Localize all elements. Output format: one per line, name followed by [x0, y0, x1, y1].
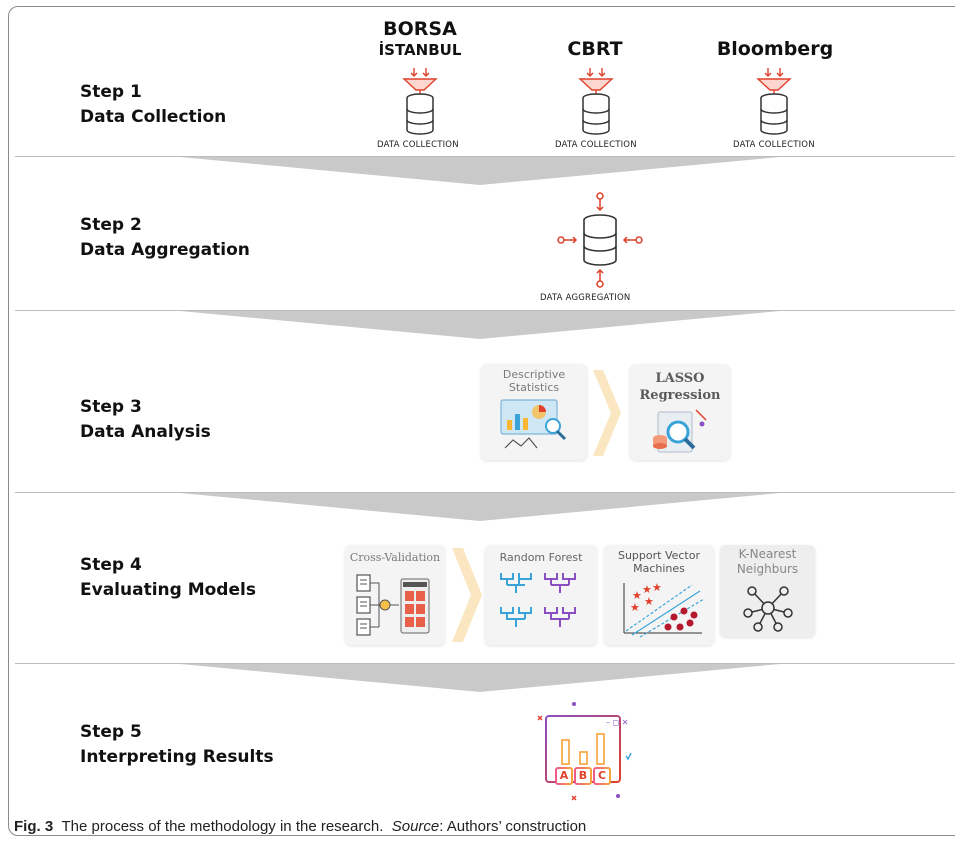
separator-2 — [15, 310, 955, 311]
svg-text:★: ★ — [630, 601, 640, 614]
funnel-database-icon-cbrt — [578, 68, 614, 135]
pale-arrow-models — [452, 548, 482, 642]
result-letter-b: B — [578, 769, 588, 782]
caption-label: Fig. 3 — [14, 818, 54, 835]
caption-source-label: Source — [391, 818, 440, 835]
regression-magnifier-icon — [653, 409, 707, 453]
svg-text:★: ★ — [644, 595, 654, 608]
random-forest-title: Random Forest — [499, 551, 583, 564]
funnel-database-icon-borsa — [402, 68, 438, 135]
results-abc-window-icon — [537, 702, 632, 801]
cross-validation-card: Cross-Validation — [345, 545, 445, 645]
down-chevron-1 — [180, 157, 780, 185]
svm-scatter-icon: ★★★★★ — [623, 581, 704, 638]
knn-network-icon — [743, 586, 793, 632]
source-borsa-caption: DATA COLLECTION — [377, 140, 459, 150]
source-bloomberg-caption: DATA COLLECTION — [733, 140, 815, 150]
result-letter-a: A — [559, 769, 569, 782]
figure-caption: Fig. 3 The process of the methodology in… — [14, 818, 586, 835]
data-aggregation-icon — [557, 192, 643, 288]
source-cbrt-title: CBRT — [567, 38, 623, 60]
cross-validation-icon — [356, 574, 430, 636]
result-letter-c: C — [597, 769, 607, 782]
random-forest-icon — [500, 573, 576, 627]
presentation-chart-icon — [500, 399, 567, 449]
pale-arrow-analysis — [593, 370, 621, 456]
svg-text:★: ★ — [652, 581, 662, 594]
figure-frame — [8, 6, 955, 836]
cross-validation-title: Cross-Validation — [349, 551, 441, 564]
svg-text:★: ★ — [642, 583, 652, 596]
window-controls: – ◻ ✕ — [606, 718, 629, 727]
down-chevron-2 — [180, 311, 780, 339]
source-cbrt-caption: DATA COLLECTION — [555, 140, 637, 150]
separator-1 — [15, 156, 955, 157]
caption-source-text: : Authors’ construction — [439, 818, 587, 835]
data-aggregation-caption: DATA AGGREGATION — [540, 293, 631, 303]
source-borsa-title: BORSA İSTANBUL — [378, 18, 462, 59]
funnel-database-icon-bloomberg — [756, 68, 792, 135]
svg-text:★: ★ — [632, 589, 642, 602]
down-chevron-3 — [180, 493, 780, 521]
source-bloomberg-title: Bloomberg — [716, 38, 834, 60]
separator-3 — [15, 492, 955, 493]
random-forest-card: Random Forest — [485, 545, 597, 645]
caption-text: The process of the methodology in the re… — [61, 818, 384, 835]
separator-4 — [15, 663, 955, 664]
down-chevron-4 — [180, 664, 780, 692]
